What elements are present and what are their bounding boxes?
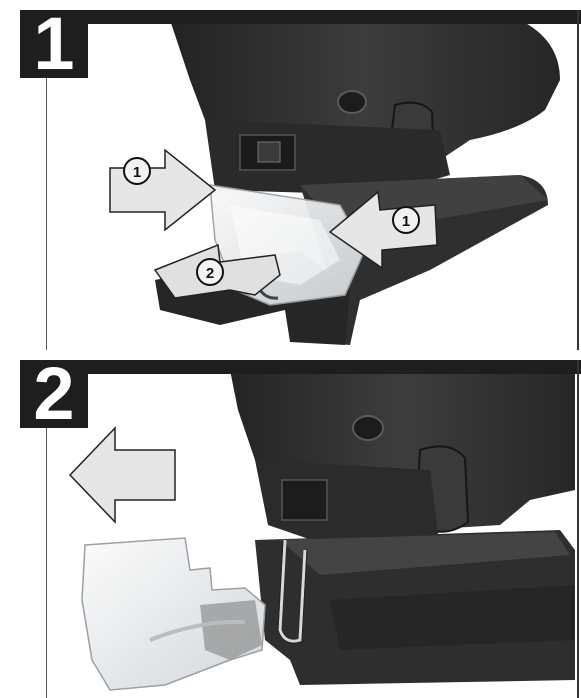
step-2-header-bar	[20, 360, 581, 374]
lock-button	[337, 90, 367, 114]
callout-2-label: 2	[206, 265, 214, 282]
lock-button	[352, 415, 384, 441]
step-2-panel: 2	[0, 350, 581, 698]
callout-2: 2	[196, 258, 224, 286]
callout-1b-label: 1	[402, 213, 410, 230]
step-2-right-rule	[577, 360, 579, 698]
callout-1b: 1	[392, 206, 420, 234]
step-2-side-rule	[46, 428, 47, 698]
step-number-1: 1	[20, 7, 88, 81]
remove-arrow	[68, 426, 176, 524]
step-2-illustration	[68, 370, 575, 691]
callout-1a-label: 1	[133, 164, 141, 181]
step-1-panel: 1 2 1 1	[20, 7, 581, 350]
step-number-2: 2	[20, 357, 88, 431]
push-arrow-left	[109, 148, 217, 232]
callout-1a: 1	[123, 157, 151, 185]
step-1-right-rule	[577, 10, 579, 350]
step-1-header-bar	[20, 10, 581, 24]
step-1-illustration: 1 2 1	[109, 20, 560, 345]
step-1-side-rule	[46, 78, 47, 350]
mechanism-detail	[239, 134, 296, 171]
